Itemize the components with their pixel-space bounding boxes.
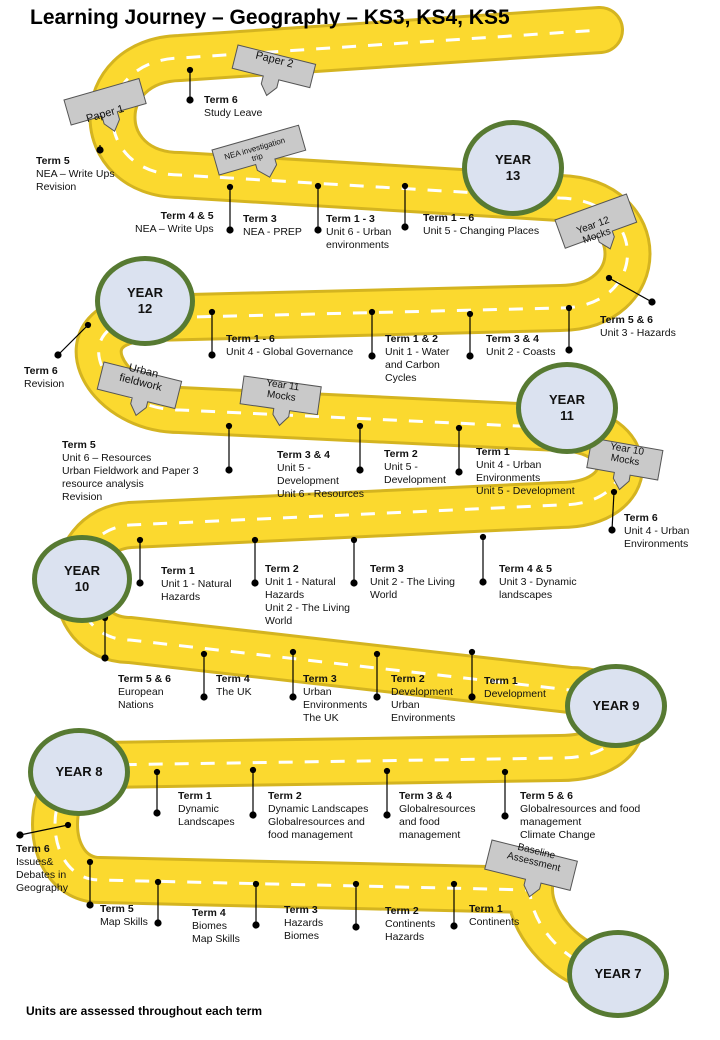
connectors [16, 66, 656, 931]
road-dashes [53, 28, 629, 972]
year-8-circle: YEAR 8 [28, 728, 130, 816]
tag-paper-1 [63, 77, 147, 133]
tag-year-12-mocks [554, 193, 638, 250]
tag-baseline-assessment [484, 839, 578, 898]
tag-year-10-mocks [586, 437, 664, 491]
page-title: Learning Journey – Geography – KS3, KS4,… [30, 6, 510, 29]
year-7-circle: YEAR 7 [567, 930, 669, 1018]
tag-urban-fieldwork [96, 361, 183, 417]
tag-year-11-mocks [239, 375, 322, 427]
footer-note: Units are assessed throughout each term [26, 1004, 263, 1018]
year-9-circle: YEAR 9 [565, 664, 667, 748]
tag-paper-2 [231, 44, 317, 97]
tag-nea-trip [211, 124, 307, 178]
